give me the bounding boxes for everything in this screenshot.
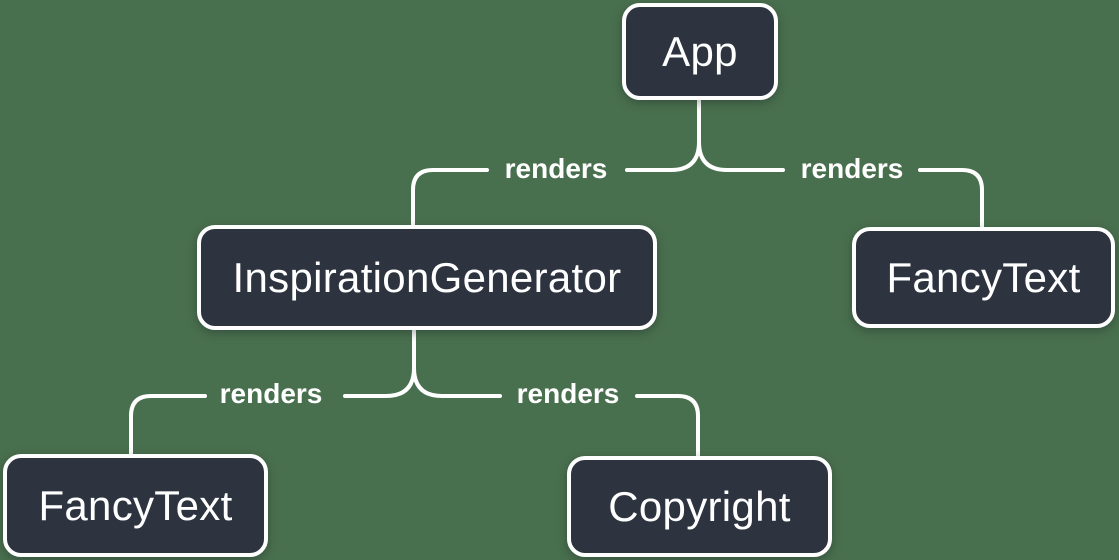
node-inspiration-generator: InspirationGenerator [197, 225, 657, 330]
edge-label-app-fancy-text-right: renders [800, 153, 904, 184]
node-copyright-label: Copyright [608, 482, 791, 530]
node-app: App [622, 3, 778, 100]
node-fancy-text-right: FancyText [852, 227, 1115, 328]
node-fancy-text-left: FancyText [3, 454, 268, 557]
node-app-label: App [662, 27, 738, 75]
node-inspiration-generator-label: InspirationGenerator [232, 253, 622, 301]
edge-label-app-inspiration-generator: renders [504, 153, 608, 184]
node-fancy-text-right-label: FancyText [886, 253, 1081, 301]
node-fancy-text-left-label: FancyText [38, 481, 233, 529]
edge-label-inspiration-generator-fancy-text-left: renders [219, 378, 323, 409]
node-copyright: Copyright [567, 456, 832, 557]
edge-app-to-fancy-text-right [697, 98, 984, 231]
edge-inspiration-generator-to-copyright [412, 326, 700, 460]
edge-label-inspiration-generator-copyright: renders [516, 378, 620, 409]
